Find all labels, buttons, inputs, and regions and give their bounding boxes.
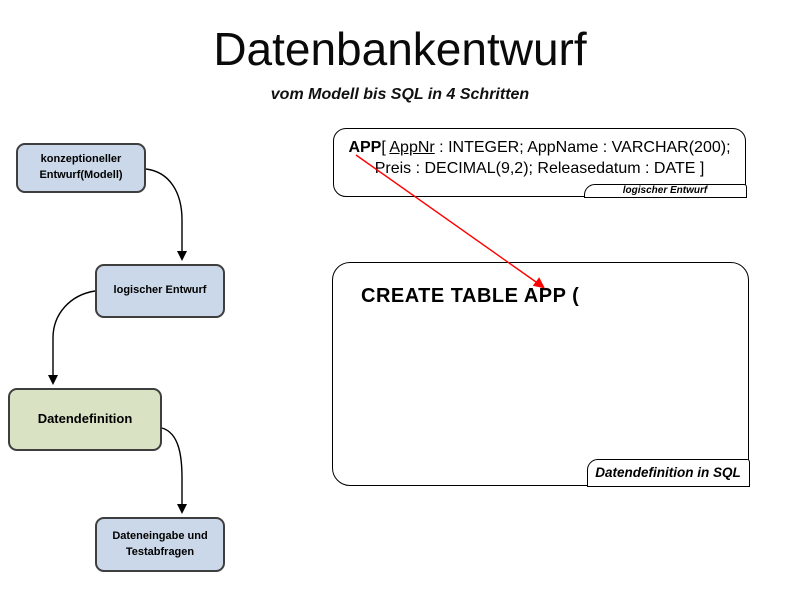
flow-step-label: konzeptioneller Entwurf(Modell) [39, 153, 123, 181]
flow-step-logischer-entwurf: logischer Entwurf [95, 264, 225, 318]
panel-tab-datendefinition-sql: Datendefinition in SQL [586, 458, 750, 487]
sql-definition-panel: CREATE TABLE APP ( Datendefinition in SQ… [332, 262, 750, 487]
relation-schema-line2: Preis : DECIMAL(9,2); Releasedatum : DAT… [374, 160, 705, 177]
flow-step-konzeptioneller-entwurf: konzeptioneller Entwurf(Modell) [16, 143, 146, 193]
logical-design-panel: APP[ AppNr : INTEGER; AppName : VARCHAR(… [333, 128, 747, 198]
flow-step-label: Datendefinition [37, 411, 133, 427]
flow-step-dateneingabe-testabfragen: Dateneingabe und Testabfragen [95, 517, 225, 572]
slide-title: Datenbankentwurf [213, 23, 587, 75]
primary-key-attribute: AppNr [389, 139, 435, 156]
entity-name: APP [348, 139, 382, 156]
arrow-step-3-4 [161, 427, 187, 514]
flow-step-label: logischer Entwurf [113, 284, 207, 297]
tab-label: logischer Entwurf [622, 184, 708, 196]
flow-step-label: Dateneingabe und Testabfragen [112, 529, 208, 558]
tab-label: Datendefinition in SQL [595, 464, 741, 480]
relation-schema-text: APP[ AppNr : INTEGER; AppName : VARCHAR(… [348, 139, 731, 177]
arrow-step-2-3 [48, 290, 96, 385]
arrow-step-1-2 [145, 168, 187, 261]
slide-subtitle: vom Modell bis SQL in 4 Schritten [270, 86, 530, 103]
flow-step-datendefinition: Datendefinition [8, 388, 162, 451]
panel-tab-logischer-entwurf: logischer Entwurf [583, 183, 747, 198]
sql-statement: CREATE TABLE APP ( [361, 285, 580, 307]
